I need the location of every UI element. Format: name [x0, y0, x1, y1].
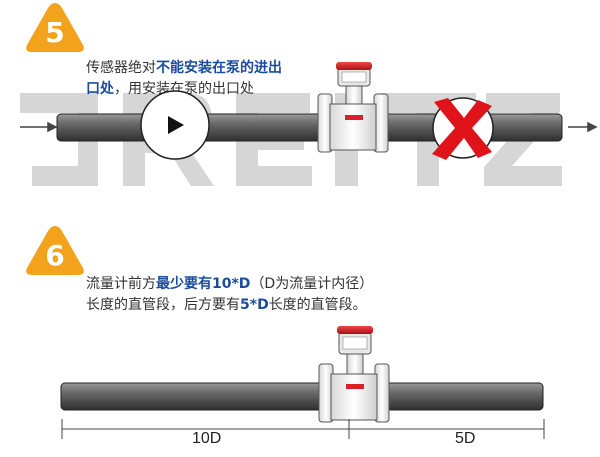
step-6-line-1: 流量计前方最少要有10*D（D为流量计内径）: [86, 274, 373, 295]
step-6-note: 流量计前方最少要有10*D（D为流量计内径） 长度的直管段，后方要有5*D长度的…: [86, 274, 373, 316]
downstream-label: 5D: [455, 430, 476, 447]
step-5-line-1: 传感器绝对不能安装在泵的进出: [86, 58, 282, 79]
step-5-highlight: 不能安装在泵的进出: [156, 60, 282, 76]
step-6-text-c: （D为流量计内径）: [250, 276, 374, 292]
triangle-badge-icon-2: [26, 226, 84, 275]
step-6-text-f: 长度的直管段。: [268, 297, 367, 313]
flow-meter-6: [318, 326, 390, 423]
step-5-line-2: 口处，用安装在泵的出口处: [86, 79, 282, 100]
step-6-number: 6: [45, 239, 65, 272]
dimension-lines: [61, 419, 545, 439]
flow-arrow-out: [568, 121, 598, 133]
step-6-badge: 6: [24, 223, 86, 277]
flow-meter-5: [317, 62, 389, 153]
step-5-text: 传感器绝对: [86, 60, 156, 76]
step-5-highlight-2: 口处: [86, 81, 114, 97]
step-6-highlight-e: 5*D: [240, 297, 269, 313]
pump-icon: [140, 90, 210, 160]
play-triangle-icon: [168, 116, 184, 134]
pipe-6: [60, 382, 544, 411]
upstream-label: 10D: [192, 430, 222, 447]
flow-arrow-in: [20, 121, 58, 133]
step-6-line-2: 长度的直管段，后方要有5*D长度的直管段。: [86, 295, 373, 316]
step-6-diagram: [60, 326, 545, 439]
step-5-diagram: [20, 62, 598, 160]
red-x-icon: [432, 98, 492, 160]
step-6-text-d: 长度的直管段，后方要有: [86, 297, 240, 313]
step-5-badge: 5: [24, 0, 86, 54]
step-6-text-a: 流量计前方: [86, 276, 156, 292]
step-6-highlight-b: 最少要有10*D: [156, 276, 251, 292]
step-5-number: 5: [45, 16, 65, 49]
step-5-note: 传感器绝对不能安装在泵的进出 口处，用安装在泵的出口处: [86, 58, 282, 100]
triangle-badge-icon: [26, 3, 84, 52]
step-5-text-2: ，用安装在泵的出口处: [114, 81, 254, 97]
pump-outlet-circle: [432, 97, 494, 160]
